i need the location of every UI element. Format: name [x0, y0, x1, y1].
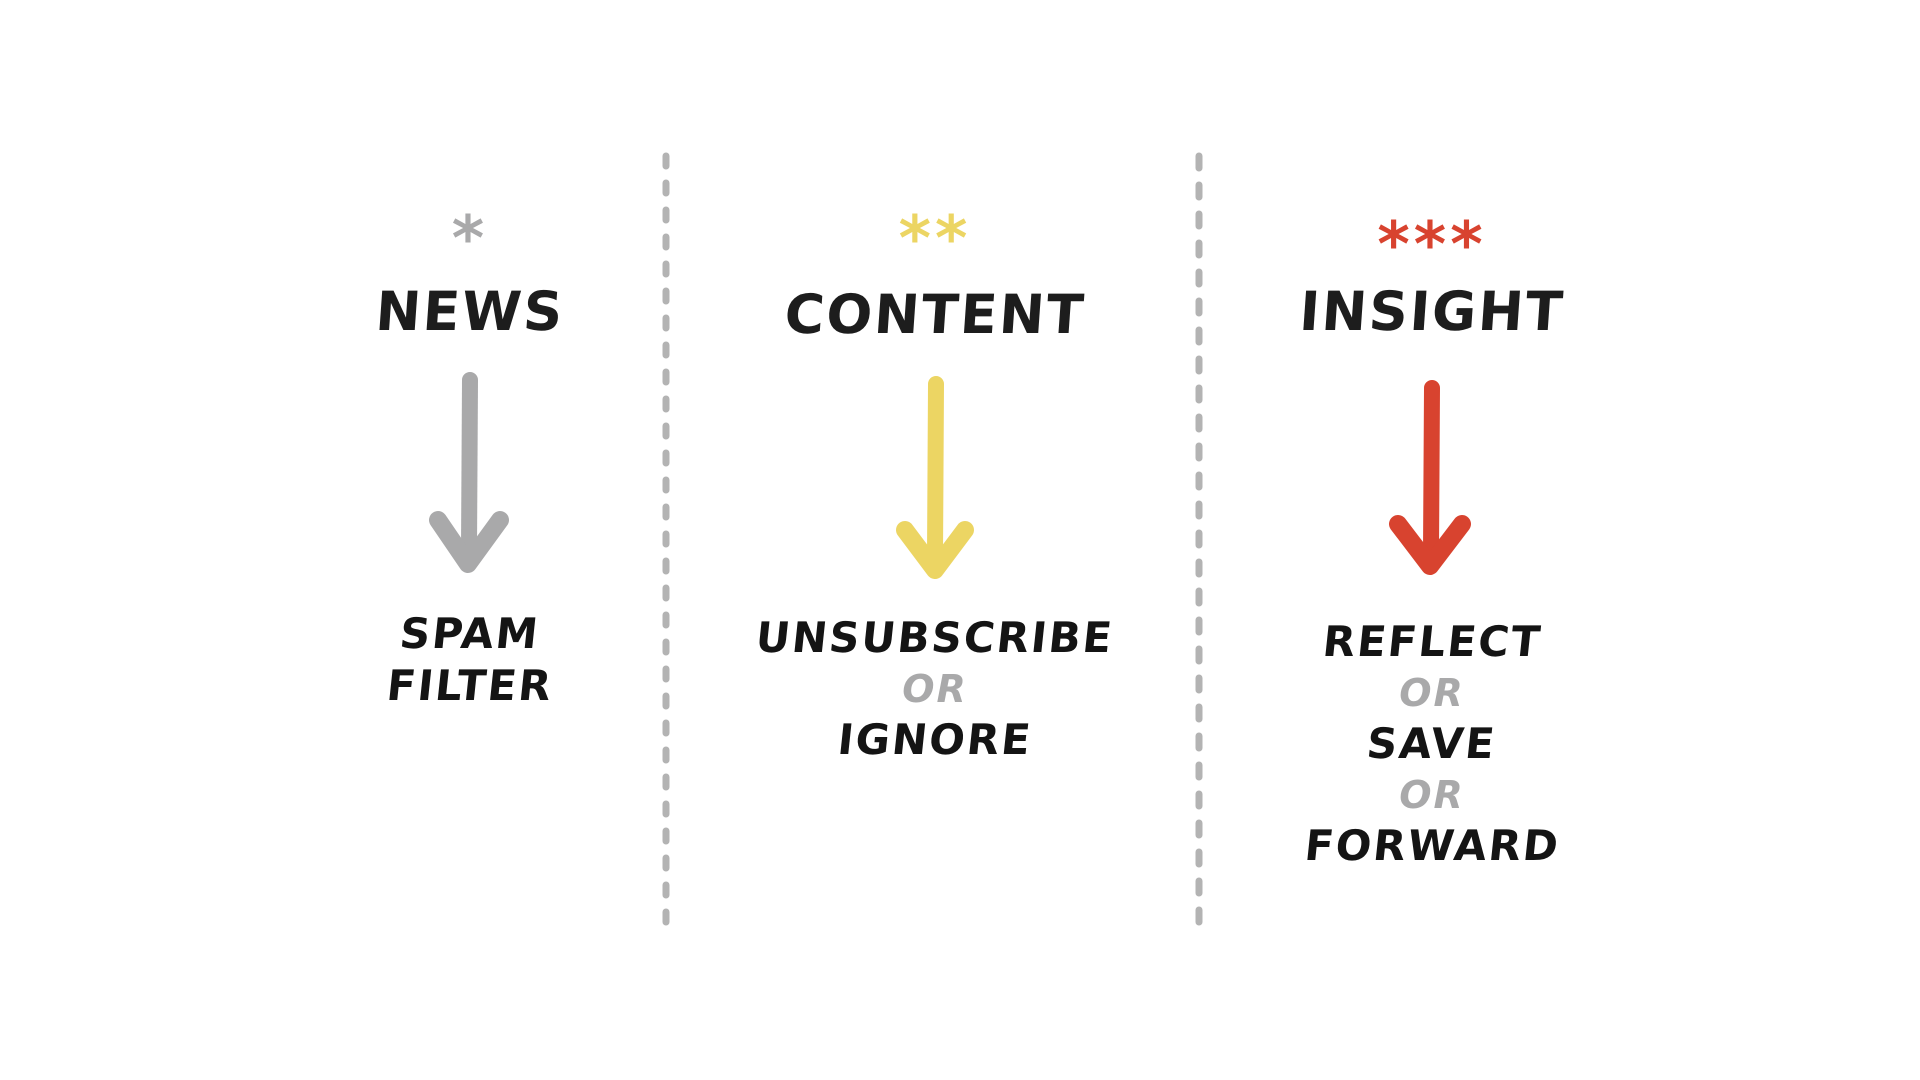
column-divider-right	[1195, 152, 1203, 938]
connector-label: OR	[1399, 773, 1465, 817]
action-label: IGNORE	[835, 715, 1035, 764]
action-list: UNSUBSCRIBE OR IGNORE	[725, 612, 1145, 766]
action-list: REFLECT OR SAVE OR FORWARD	[1222, 616, 1642, 872]
connector-label: OR	[902, 667, 968, 711]
rating-stars: ***	[1377, 208, 1487, 281]
column-heading: INSIGHT	[1297, 280, 1567, 343]
column-content: ** CONTENT UNSUBSCRIBE OR IGNORE	[725, 0, 1145, 1080]
rating-stars: **	[898, 202, 972, 275]
column-heading: NEWS	[373, 280, 567, 343]
down-arrow-icon	[1389, 380, 1471, 575]
action-label: FORWARD	[1302, 821, 1563, 870]
column-insight: *** INSIGHT REFLECT OR SAVE OR FORWARD	[1222, 0, 1642, 1080]
down-arrow-icon	[429, 372, 509, 573]
action-label: SAVE	[1364, 719, 1500, 768]
column-heading: CONTENT	[782, 283, 1088, 346]
action-label: REFLECT	[1320, 617, 1544, 666]
down-arrow-icon	[896, 376, 974, 579]
connector-label: OR	[1399, 671, 1465, 715]
action-label: SPAM	[397, 609, 543, 658]
rating-stars: *	[451, 202, 489, 275]
action-list: SPAM FILTER	[260, 608, 680, 712]
column-news: * NEWS SPAM FILTER	[260, 0, 680, 1080]
action-label: UNSUBSCRIBE	[753, 613, 1117, 662]
action-label: FILTER	[384, 661, 556, 710]
column-divider-left	[662, 152, 670, 928]
